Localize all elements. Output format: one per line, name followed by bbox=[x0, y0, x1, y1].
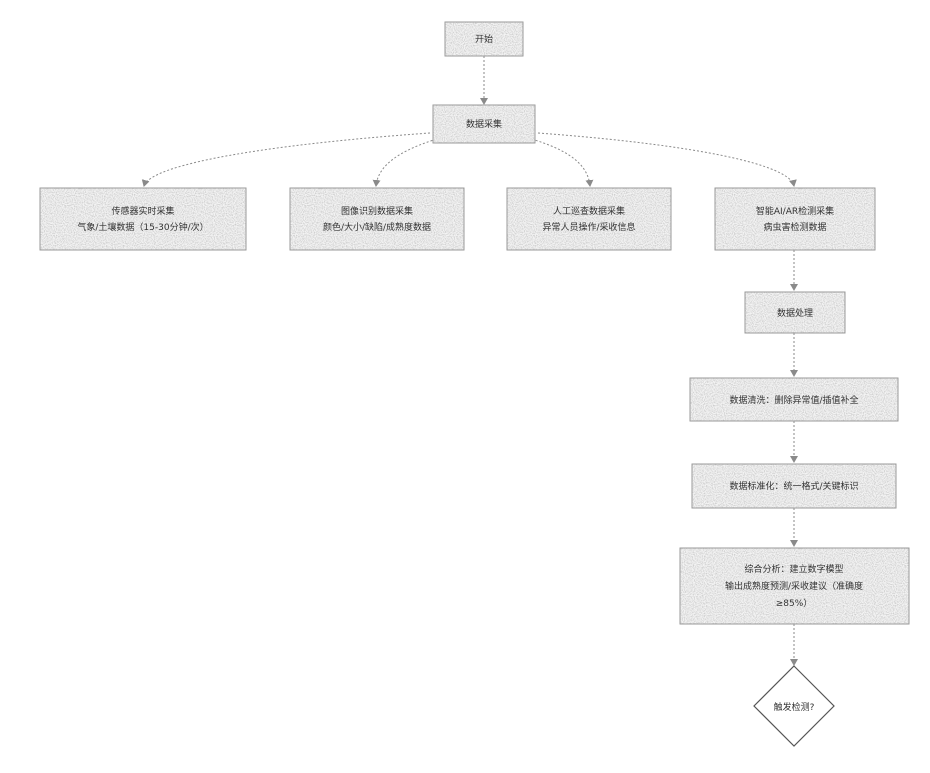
edge-collect-to-manual bbox=[528, 138, 590, 186]
node-image: 图像识别数据采集 颜色/大小/缺陷/成熟度数据 bbox=[290, 188, 464, 250]
node-analyze-line-1: 综合分析：建立数字模型 bbox=[744, 563, 843, 575]
node-analyze: 综合分析：建立数字模型 输出成熟度预测/采收建议（准确度 ≥85%） bbox=[680, 548, 909, 624]
edge-collect-to-detect bbox=[538, 133, 794, 186]
node-standard: 数据标准化：统一格式/关键标识 bbox=[692, 464, 896, 508]
node-manual-line-2: 异常人员操作/采收信息 bbox=[542, 221, 635, 233]
node-sensor-line-1: 传感器实时采集 bbox=[111, 205, 174, 217]
node-detect-line-2: 病虫害检测数据 bbox=[763, 221, 826, 233]
node-manual: 人工巡查数据采集 异常人员操作/采收信息 bbox=[507, 188, 671, 250]
edge-collect-to-sensor bbox=[144, 133, 430, 186]
node-decision: 触发检测? bbox=[754, 666, 834, 746]
node-process: 数据处理 bbox=[745, 292, 845, 333]
node-start: 开始 bbox=[445, 22, 523, 56]
node-standard-line-1: 数据标准化：统一格式/关键标识 bbox=[729, 480, 858, 492]
node-clean: 数据清洗：删除异常值/插值补全 bbox=[690, 378, 898, 421]
node-collect-line-1: 数据采集 bbox=[466, 118, 502, 130]
node-clean-line-1: 数据清洗：删除异常值/插值补全 bbox=[729, 394, 858, 406]
node-decision-line-1: 触发检测? bbox=[774, 701, 815, 713]
node-manual-line-1: 人工巡查数据采集 bbox=[553, 205, 625, 217]
edge-collect-to-image bbox=[376, 138, 440, 186]
node-analyze-line-3: ≥85%） bbox=[776, 598, 813, 609]
node-image-line-1: 图像识别数据采集 bbox=[341, 205, 413, 217]
node-detect: 智能AI/AR检测采集 病虫害检测数据 bbox=[715, 188, 875, 250]
node-sensor-line-2: 气象/土壤数据（15-30分钟/次） bbox=[77, 221, 208, 233]
node-image-line-2: 颜色/大小/缺陷/成熟度数据 bbox=[323, 221, 431, 233]
node-analyze-line-2: 输出成熟度预测/采收建议（准确度 bbox=[725, 580, 863, 592]
node-process-line-1: 数据处理 bbox=[777, 307, 813, 319]
node-collect: 数据采集 bbox=[433, 105, 535, 143]
node-start-line-1: 开始 bbox=[475, 33, 493, 45]
node-detect-line-1: 智能AI/AR检测采集 bbox=[756, 205, 834, 217]
node-sensor: 传感器实时采集 气象/土壤数据（15-30分钟/次） bbox=[40, 188, 246, 250]
